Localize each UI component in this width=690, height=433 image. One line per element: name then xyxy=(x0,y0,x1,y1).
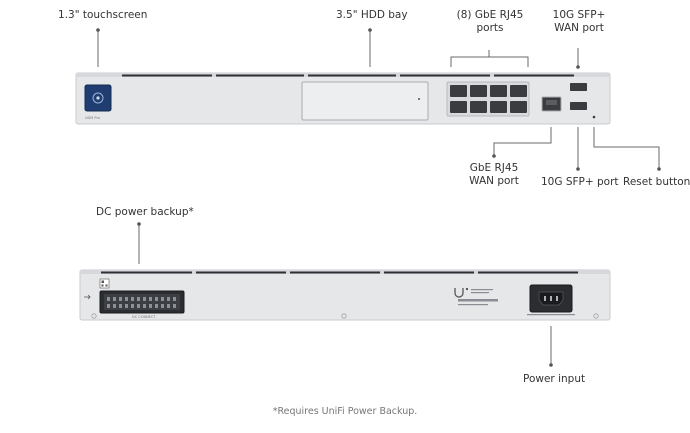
sfp-wan-port xyxy=(570,83,587,91)
gbe-ports-label-line2: ports xyxy=(476,22,504,34)
reset-button-label: Reset button xyxy=(623,176,690,188)
sfp-wan-label-line2: WAN port xyxy=(554,22,604,34)
dc-power-backup-label: DC power backup* xyxy=(96,206,194,218)
gbe-wan-label-line2: WAN port xyxy=(469,175,519,187)
regulatory-marks xyxy=(458,289,498,306)
gbe-port-8 xyxy=(510,101,527,113)
gbe-wan-leader xyxy=(493,127,552,155)
power-input-socket xyxy=(529,284,573,313)
gbe-port-block xyxy=(446,81,530,117)
leader-lines xyxy=(96,28,661,367)
sfp-port-label: 10G SFP+ port xyxy=(541,176,619,188)
gbe-port-6 xyxy=(470,101,487,113)
rear-screws xyxy=(91,313,599,319)
gbe-ports-leader xyxy=(450,56,529,67)
sfp-wan-label-line1: 10G SFP+ xyxy=(552,9,606,21)
dc-power-backup-connector: DC CONNECT xyxy=(99,290,185,319)
gbe-wan-label-line1: GbE RJ45 xyxy=(469,162,519,174)
sfp-wan-label: 10G SFP+ WAN port xyxy=(548,9,610,35)
reset-leader xyxy=(593,127,660,168)
power-input-label: Power input xyxy=(523,373,586,385)
gbe-port-5 xyxy=(450,101,467,113)
ubiquiti-logo-icon xyxy=(454,288,468,298)
hdd-bay xyxy=(301,81,429,121)
gbe-port-7 xyxy=(490,101,507,113)
rear-connector-mark: DC CONNECT xyxy=(132,315,156,319)
reset-button xyxy=(592,115,596,119)
footnote: *Requires UniFi Power Backup. xyxy=(272,406,418,417)
rear-vent-slots xyxy=(101,271,578,274)
gbe-port-1 xyxy=(450,85,467,97)
hdd-bay-label: 3.5" HDD bay xyxy=(336,9,408,21)
rear-panel: DC CONNECT xyxy=(79,269,611,321)
ground-arrow-icon xyxy=(84,294,91,300)
gbe-port-4 xyxy=(510,85,527,97)
gbe-port-3 xyxy=(490,85,507,97)
front-panel: UDM Pro xyxy=(75,72,611,125)
sfp-port xyxy=(570,102,587,110)
touchscreen: UDM Pro xyxy=(84,84,112,120)
gbe-ports-label: (8) GbE RJ45 ports xyxy=(450,9,530,35)
front-model-mark: UDM Pro xyxy=(85,116,100,120)
qr-code-icon xyxy=(99,278,110,289)
touchscreen-label: 1.3" touchscreen xyxy=(58,9,148,21)
gbe-ports-label-line1: (8) GbE RJ45 xyxy=(456,9,524,21)
front-vent-slots xyxy=(122,74,574,77)
power-rating-mark xyxy=(527,314,575,316)
gbe-port-2 xyxy=(470,85,487,97)
gbe-wan-port-inner xyxy=(546,100,557,105)
gbe-wan-label: GbE RJ45 WAN port xyxy=(462,162,526,188)
